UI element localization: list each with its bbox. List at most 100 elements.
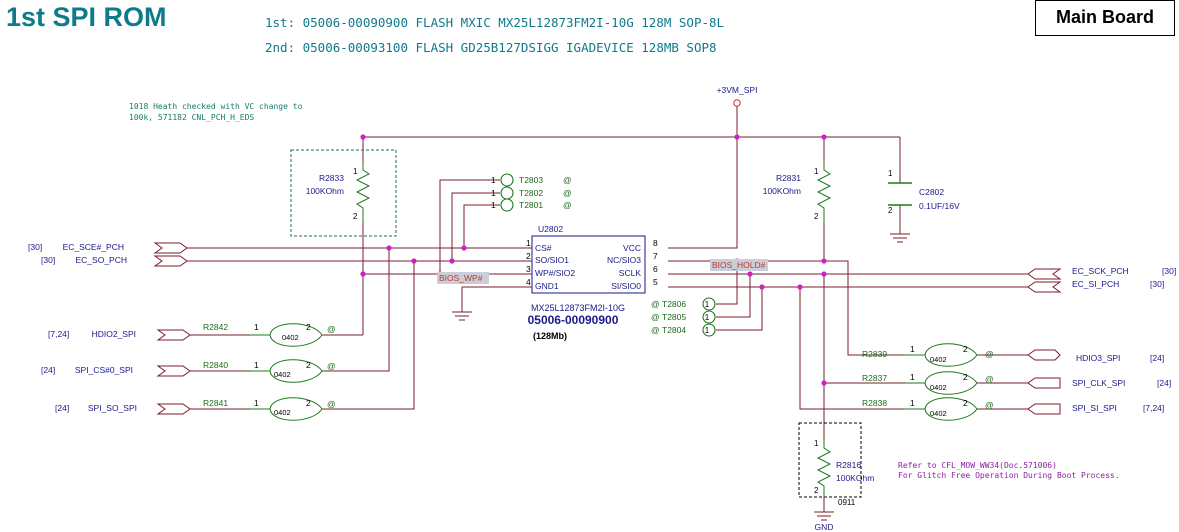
junction	[734, 134, 740, 140]
pin-name: NC/SIO3	[607, 255, 641, 265]
pin-name: WP#/SIO2	[535, 268, 575, 278]
port-arrow-icon	[153, 242, 188, 254]
cap-ref: C2802	[919, 187, 944, 197]
junction	[461, 245, 467, 251]
res-ref: R2816	[836, 460, 861, 470]
junction	[797, 284, 803, 290]
tp-mark: @	[563, 200, 572, 210]
tp-pin: 1	[705, 300, 710, 309]
res-mark: @	[985, 400, 994, 410]
res-mark: @	[327, 361, 336, 371]
pin-number: 5	[653, 277, 658, 287]
pin-number: 2	[963, 398, 968, 408]
junction	[386, 245, 392, 251]
pin-number: 1	[814, 167, 819, 176]
chip-size: (128Mb)	[533, 331, 567, 341]
pin-number: 8	[653, 238, 658, 248]
resistor-r2816: 1 2 R2816 100KOhm 0911	[798, 422, 874, 507]
pin-number: 1	[254, 360, 259, 370]
port-signal: SPI_SI_SPI	[1072, 403, 1117, 413]
pin-number: 1	[888, 169, 893, 178]
port-signal: SPI_CLK_SPI	[1072, 378, 1125, 388]
junction	[747, 271, 753, 277]
ground-symbol	[452, 233, 910, 521]
pin-number: 2	[526, 251, 531, 261]
wires	[187, 106, 1028, 512]
tp-pin: 1	[491, 175, 496, 185]
res-ref: R2839	[862, 349, 887, 359]
net-label-wp: BIOS_WP#	[439, 273, 483, 283]
pin-number: 2	[814, 486, 819, 495]
note-line: 100k, 571182 CNL_PCH_H_EDS	[129, 113, 254, 122]
res-value: 100KOhm	[306, 186, 344, 196]
junction	[360, 134, 366, 140]
res-ref: R2831	[776, 173, 801, 183]
test-point-icon	[702, 297, 716, 311]
header-line-2: 2nd: 05006-00093100 FLASH GD25B127DSIGG …	[265, 40, 717, 55]
pin-name: VCC	[623, 243, 641, 253]
pin-number: 2	[814, 212, 819, 221]
junction	[821, 134, 827, 140]
pin-number: 6	[653, 264, 658, 274]
resistor-r2831: 1 2 R2831 100KOhm	[763, 162, 832, 222]
port-arrow-icon	[1027, 403, 1061, 415]
port-page: [30]	[28, 242, 42, 252]
pin-number: 2	[353, 212, 358, 221]
port-page: [24]	[41, 365, 55, 375]
res-pkg: 0402	[930, 355, 947, 364]
port-page: [24]	[1157, 378, 1171, 388]
port-signal: SPI_SO_SPI	[88, 403, 137, 413]
res-mark: @	[985, 374, 994, 384]
tp-ref: T2804	[662, 325, 686, 335]
pin-number: 1	[910, 344, 915, 354]
resistor-r2842: R2842 1 2 0402 @	[203, 322, 336, 347]
port-arrow-icon	[1027, 268, 1062, 280]
note-line: Refer to CFL_MOW_WW34(Doc.571006)	[898, 461, 1057, 470]
res-value: 100KOhm	[836, 473, 874, 483]
port-arrow-icon	[156, 329, 191, 341]
net-label-hold: BIOS_HOLD#	[712, 260, 766, 270]
chip-ref: U2802	[538, 224, 563, 234]
res-pkg: 0402	[274, 370, 291, 379]
res-ref: R2842	[203, 322, 228, 332]
test-point-icon	[500, 198, 514, 212]
note-line: For Glitch Free Operation During Boot Pr…	[898, 471, 1120, 480]
res-pkg: 0402	[930, 383, 947, 392]
res-mark: @	[985, 349, 994, 359]
pin-number: 1	[254, 398, 259, 408]
tp-ref: T2806	[662, 299, 686, 309]
resistor-r2840: R2840 1 2 0402 @	[203, 359, 336, 383]
page-title: 1st SPI ROM	[6, 2, 167, 32]
res-code: 0911	[838, 498, 856, 507]
chip-part: MX25L12873FM2I-10G	[531, 303, 625, 313]
tp-pin: 1	[705, 326, 710, 335]
ports-right: EC_SCK_PCH [30] EC_SI_PCH [30] HDIO3_SPI…	[1027, 266, 1176, 415]
board-label: Main Board	[1035, 0, 1175, 36]
port-page: [30]	[41, 255, 55, 265]
pin-name: SO/SIO1	[535, 255, 569, 265]
pin-name: CS#	[535, 243, 552, 253]
pin-number: 2	[963, 344, 968, 354]
res-ref: R2833	[319, 173, 344, 183]
series-resistors: R2842 1 2 0402 @ R2840 1 2 0402 @ R2841 …	[203, 322, 994, 421]
pin-number: 1	[254, 322, 259, 332]
test-point-icon	[702, 323, 716, 337]
pin-number: 1	[353, 167, 358, 176]
res-mark: @	[327, 399, 336, 409]
junction	[449, 258, 455, 264]
res-pkg: 0402	[930, 409, 947, 418]
flash-chip: U2802 CS# SO/SIO1 WP#/SIO2 GND1 VCC NC/S…	[526, 224, 658, 341]
junction	[821, 271, 827, 277]
tp-ref: T2805	[662, 312, 686, 322]
port-signal: EC_SCK_PCH	[1072, 266, 1129, 276]
pin-number: 7	[653, 251, 658, 261]
tp-mark: @	[651, 325, 660, 335]
tp-ref: T2803	[519, 175, 543, 185]
resistor-r2837: R2837 1 2 0402 @	[862, 371, 994, 395]
res-pkg: 0402	[282, 333, 299, 342]
vcc-label: +3VM_SPI	[717, 85, 758, 95]
ports-left: [30] EC_SCE#_PCH [30] EC_SO_PCH [7,24] H…	[28, 242, 191, 415]
junctions	[360, 134, 827, 386]
test-point-icon	[500, 173, 514, 187]
res-value: 100KOhm	[763, 186, 801, 196]
